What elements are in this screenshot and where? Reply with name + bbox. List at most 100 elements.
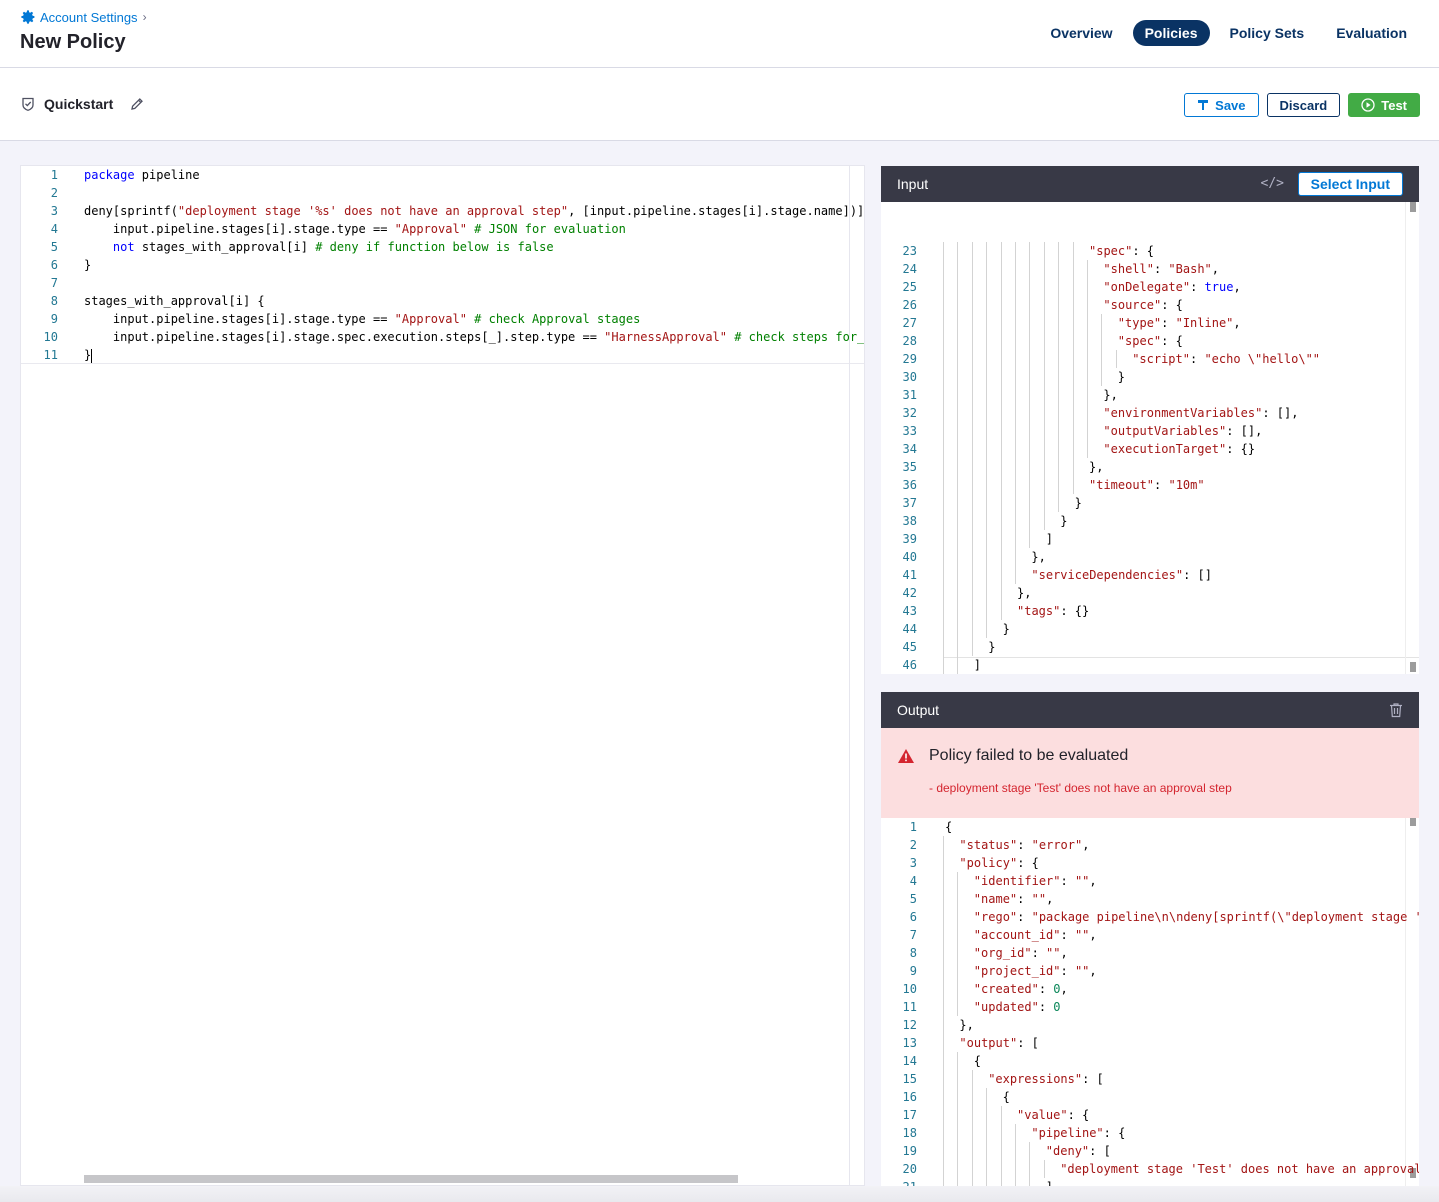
code-token: "pipeline" bbox=[1031, 1126, 1104, 1140]
json-line[interactable]: 34"executionTarget": {} bbox=[881, 440, 1419, 458]
input-json-editor[interactable]: 23"spec": {24"shell": "Bash",25"onDelega… bbox=[881, 202, 1419, 674]
json-line[interactable]: 35}, bbox=[881, 458, 1419, 476]
trash-icon[interactable] bbox=[1388, 702, 1404, 718]
json-line[interactable]: 36"timeout": "10m" bbox=[881, 476, 1419, 494]
indent-guide bbox=[1058, 476, 1060, 494]
json-line[interactable]: 44} bbox=[881, 620, 1419, 638]
test-button[interactable]: Test bbox=[1348, 93, 1420, 117]
json-line[interactable]: 17"value": { bbox=[881, 1106, 1419, 1124]
line-number: 8 bbox=[50, 294, 58, 308]
line-number: 24 bbox=[902, 262, 917, 276]
indent-guide bbox=[1087, 332, 1088, 350]
json-line[interactable]: 12}, bbox=[881, 1016, 1419, 1034]
json-line[interactable]: 7"account_id": "", bbox=[881, 926, 1419, 944]
json-line[interactable]: 33"outputVariables": [], bbox=[881, 422, 1419, 440]
json-line[interactable]: 25"onDelegate": true, bbox=[881, 278, 1419, 296]
json-line[interactable]: 11"updated": 0 bbox=[881, 998, 1419, 1016]
indent-guide bbox=[1000, 314, 1002, 332]
output-vertical-scrollbar[interactable] bbox=[1405, 818, 1419, 1186]
json-line[interactable]: 15"expressions": [ bbox=[881, 1070, 1419, 1088]
json-line[interactable]: 30} bbox=[881, 368, 1419, 386]
tab-overview[interactable]: Overview bbox=[1050, 25, 1113, 41]
editor-horizontal-scrollbar[interactable] bbox=[84, 1175, 738, 1183]
json-line[interactable]: 39] bbox=[881, 530, 1419, 548]
code-line[interactable]: 9 input.pipeline.stages[i].stage.type ==… bbox=[21, 310, 864, 328]
json-line[interactable]: 6"rego": "package pipeline\n\ndeny[sprin… bbox=[881, 908, 1419, 926]
json-line[interactable]: 45} bbox=[881, 638, 1419, 656]
code-view-icon[interactable]: </> bbox=[1260, 176, 1284, 191]
text-cursor bbox=[91, 348, 93, 363]
json-line[interactable]: 4"identifier": "", bbox=[881, 872, 1419, 890]
tab-evaluation[interactable]: Evaluation bbox=[1336, 25, 1407, 41]
json-line[interactable]: 8"org_id": "", bbox=[881, 944, 1419, 962]
code-token: input.pipeline.stages[i].stage.type == bbox=[84, 312, 395, 326]
breadcrumb[interactable]: Account Settings › bbox=[20, 9, 147, 25]
code-line[interactable]: 7 bbox=[21, 274, 864, 292]
json-line[interactable]: 3"policy": { bbox=[881, 854, 1419, 872]
code-token: "tags" bbox=[1017, 604, 1061, 618]
code-line[interactable]: 11} bbox=[21, 346, 864, 364]
json-line[interactable]: 29"script": "echo \"hello\"" bbox=[881, 350, 1419, 368]
tab-policy-sets[interactable]: Policy Sets bbox=[1229, 25, 1305, 41]
output-scroll-thumb[interactable] bbox=[1410, 818, 1416, 826]
discard-button[interactable]: Discard bbox=[1266, 93, 1341, 117]
json-line[interactable]: 46] bbox=[881, 656, 1419, 674]
json-line[interactable]: 5"name": "", bbox=[881, 890, 1419, 908]
json-line[interactable]: 40}, bbox=[881, 548, 1419, 566]
tab-policies[interactable]: Policies bbox=[1132, 20, 1210, 46]
code-line[interactable]: 4 input.pipeline.stages[i].stage.type ==… bbox=[21, 220, 864, 238]
json-line[interactable]: 1{ bbox=[881, 818, 1419, 836]
indent-guide bbox=[943, 1178, 944, 1186]
json-line[interactable]: 16{ bbox=[881, 1088, 1419, 1106]
json-line[interactable]: 31}, bbox=[881, 386, 1419, 404]
json-line[interactable]: 28"spec": { bbox=[881, 332, 1419, 350]
indent-guide bbox=[1087, 368, 1088, 386]
indent-guide bbox=[1029, 530, 1031, 548]
select-input-button[interactable]: Select Input bbox=[1297, 172, 1403, 196]
json-line[interactable]: 19"deny": [ bbox=[881, 1142, 1419, 1160]
json-line[interactable]: 2"status": "error", bbox=[881, 836, 1419, 854]
json-line[interactable]: 32"environmentVariables": [], bbox=[881, 404, 1419, 422]
json-line[interactable]: 23"spec": { bbox=[881, 242, 1419, 260]
code-token: package bbox=[84, 168, 135, 182]
json-line[interactable]: 10"created": 0, bbox=[881, 980, 1419, 998]
json-line[interactable]: 37} bbox=[881, 494, 1419, 512]
indent-guide bbox=[1072, 332, 1074, 350]
json-line[interactable]: 24"shell": "Bash", bbox=[881, 260, 1419, 278]
pencil-edit-icon[interactable] bbox=[129, 96, 145, 112]
input-vertical-scrollbar[interactable] bbox=[1405, 202, 1419, 674]
indent-guide bbox=[1015, 1178, 1016, 1186]
indent-guide bbox=[971, 1124, 973, 1142]
code-token: , bbox=[1089, 874, 1097, 888]
json-line[interactable]: 38} bbox=[881, 512, 1419, 530]
json-line[interactable]: 13"output": [ bbox=[881, 1034, 1419, 1052]
code-line[interactable]: 10 input.pipeline.stages[i].stage.spec.e… bbox=[21, 328, 864, 346]
json-line[interactable]: 18"pipeline": { bbox=[881, 1124, 1419, 1142]
json-line[interactable]: 14{ bbox=[881, 1052, 1419, 1070]
code-token: : bbox=[1060, 964, 1075, 978]
code-line[interactable]: 5 not stages_with_approval[i] # deny if … bbox=[21, 238, 864, 256]
output-json-viewer[interactable]: 1{2"status": "error",3"policy": {4"ident… bbox=[881, 818, 1419, 1186]
save-button[interactable]: Save bbox=[1184, 93, 1259, 117]
breadcrumb-account-settings[interactable]: Account Settings bbox=[40, 9, 138, 25]
json-line[interactable]: 9"project_id": "", bbox=[881, 962, 1419, 980]
json-line[interactable]: 41"serviceDependencies": [] bbox=[881, 566, 1419, 584]
code-line[interactable]: 6} bbox=[21, 256, 864, 274]
json-line[interactable]: 20"deployment stage 'Test' does not have… bbox=[881, 1160, 1419, 1178]
input-scroll-thumb[interactable] bbox=[1410, 202, 1416, 212]
json-line[interactable]: 27"type": "Inline", bbox=[881, 314, 1419, 332]
indent-guide bbox=[957, 908, 959, 926]
json-line[interactable]: 42}, bbox=[881, 584, 1419, 602]
json-line[interactable]: 43"tags": {} bbox=[881, 602, 1419, 620]
json-line[interactable]: 26"source": { bbox=[881, 296, 1419, 314]
indent-guide bbox=[971, 566, 973, 584]
policy-name: Quickstart bbox=[44, 96, 114, 112]
indent-guide bbox=[943, 854, 944, 872]
json-line[interactable]: 21] bbox=[881, 1178, 1419, 1186]
code-line[interactable]: 2 bbox=[21, 184, 864, 202]
